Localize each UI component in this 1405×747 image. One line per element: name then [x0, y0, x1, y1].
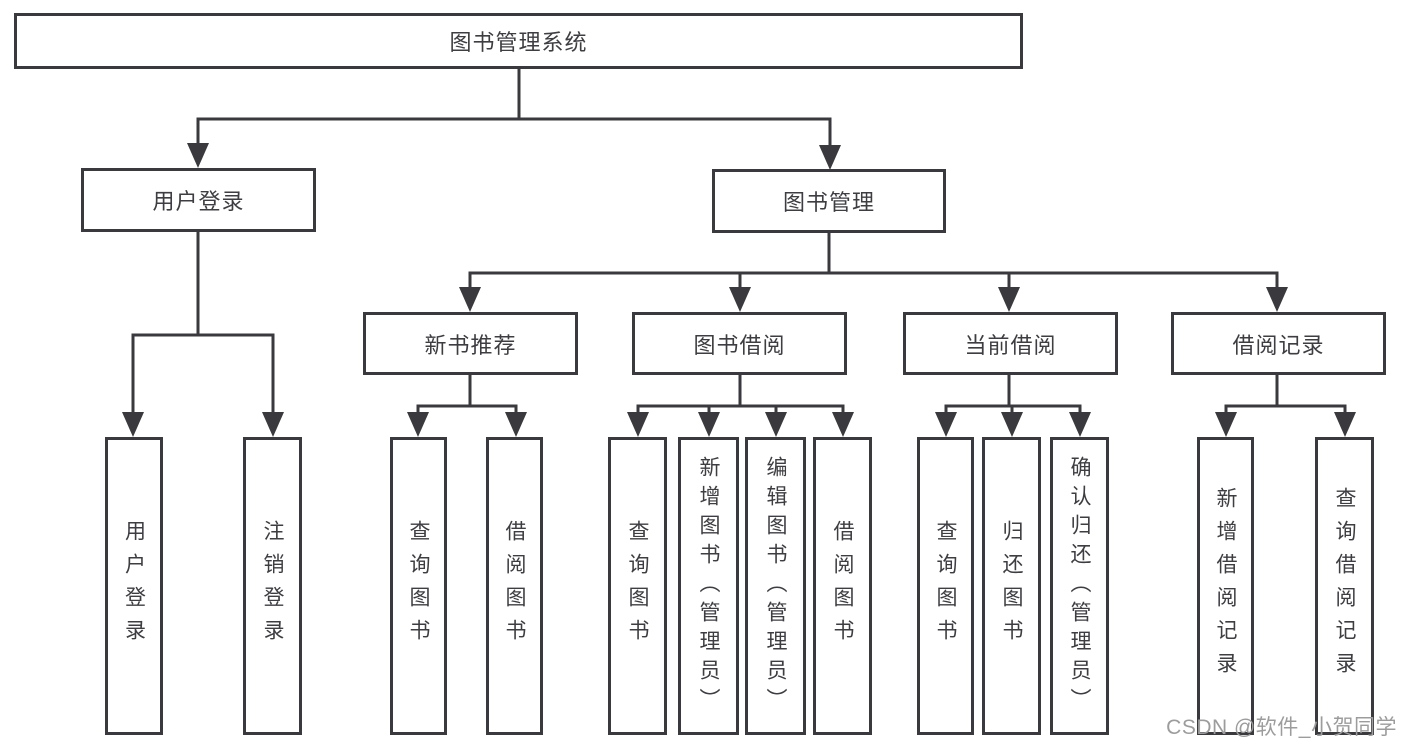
node-query-books-current: 查询图书 — [917, 437, 974, 735]
node-root: 图书管理系统 — [14, 13, 1023, 69]
node-current-borrow: 当前借阅 — [903, 312, 1118, 375]
node-leaf-logout: 注销登录 — [243, 437, 302, 735]
node-book-management: 图书管理 — [712, 169, 946, 233]
arrowheads — [122, 143, 1356, 437]
csdn-watermark: CSDN @软件_小贺同学 — [1166, 716, 1397, 739]
node-borrow-books-recommend-label: 借阅图书 — [503, 520, 526, 652]
node-book-borrow-label: 图书借阅 — [693, 332, 786, 358]
node-borrow-books-recommend: 借阅图书 — [486, 437, 543, 735]
node-user-login-label: 用户登录 — [152, 189, 245, 214]
node-confirm-return-admin-label: 确认归还（管理员） — [1068, 455, 1091, 717]
node-leaf-user-login: 用户登录 — [105, 437, 163, 735]
node-leaf-logout-label: 注销登录 — [261, 520, 284, 652]
node-borrow-records: 借阅记录 — [1171, 312, 1386, 375]
node-leaf-user-login-label: 用户登录 — [122, 520, 146, 652]
node-book-borrow: 图书借阅 — [632, 312, 847, 375]
node-borrow-books-borrow: 借阅图书 — [813, 437, 872, 735]
node-add-borrow-record: 新增借阅记录 — [1197, 437, 1254, 735]
node-root-label: 图书管理系统 — [449, 30, 588, 55]
node-add-books-admin-label: 新增图书（管理员） — [697, 455, 720, 717]
node-new-book-recommend-label: 新书推荐 — [424, 332, 517, 358]
node-borrow-books-borrow-label: 借阅图书 — [831, 520, 854, 652]
node-add-books-admin: 新增图书（管理员） — [678, 437, 739, 735]
node-query-books-recommend-label: 查询图书 — [407, 520, 430, 652]
node-book-management-label: 图书管理 — [782, 190, 875, 215]
node-query-books-borrow-label: 查询图书 — [626, 520, 649, 652]
node-current-borrow-label: 当前借阅 — [964, 332, 1057, 358]
node-borrow-records-label: 借阅记录 — [1232, 332, 1325, 358]
node-return-books: 归还图书 — [982, 437, 1041, 735]
node-return-books-label: 归还图书 — [1000, 520, 1023, 652]
node-query-books-current-label: 查询图书 — [934, 520, 957, 652]
node-edit-books-admin-label: 编辑图书（管理员） — [764, 455, 787, 717]
node-query-borrow-record: 查询借阅记录 — [1315, 437, 1374, 735]
node-user-login: 用户登录 — [81, 168, 316, 232]
node-confirm-return-admin: 确认归还（管理员） — [1050, 437, 1109, 735]
node-edit-books-admin: 编辑图书（管理员） — [745, 437, 806, 735]
node-add-borrow-record-label: 新增借阅记录 — [1214, 487, 1237, 685]
node-new-book-recommend: 新书推荐 — [363, 312, 578, 375]
node-query-books-borrow: 查询图书 — [608, 437, 667, 735]
node-query-borrow-record-label: 查询借阅记录 — [1333, 487, 1356, 685]
node-query-books-recommend: 查询图书 — [390, 437, 447, 735]
